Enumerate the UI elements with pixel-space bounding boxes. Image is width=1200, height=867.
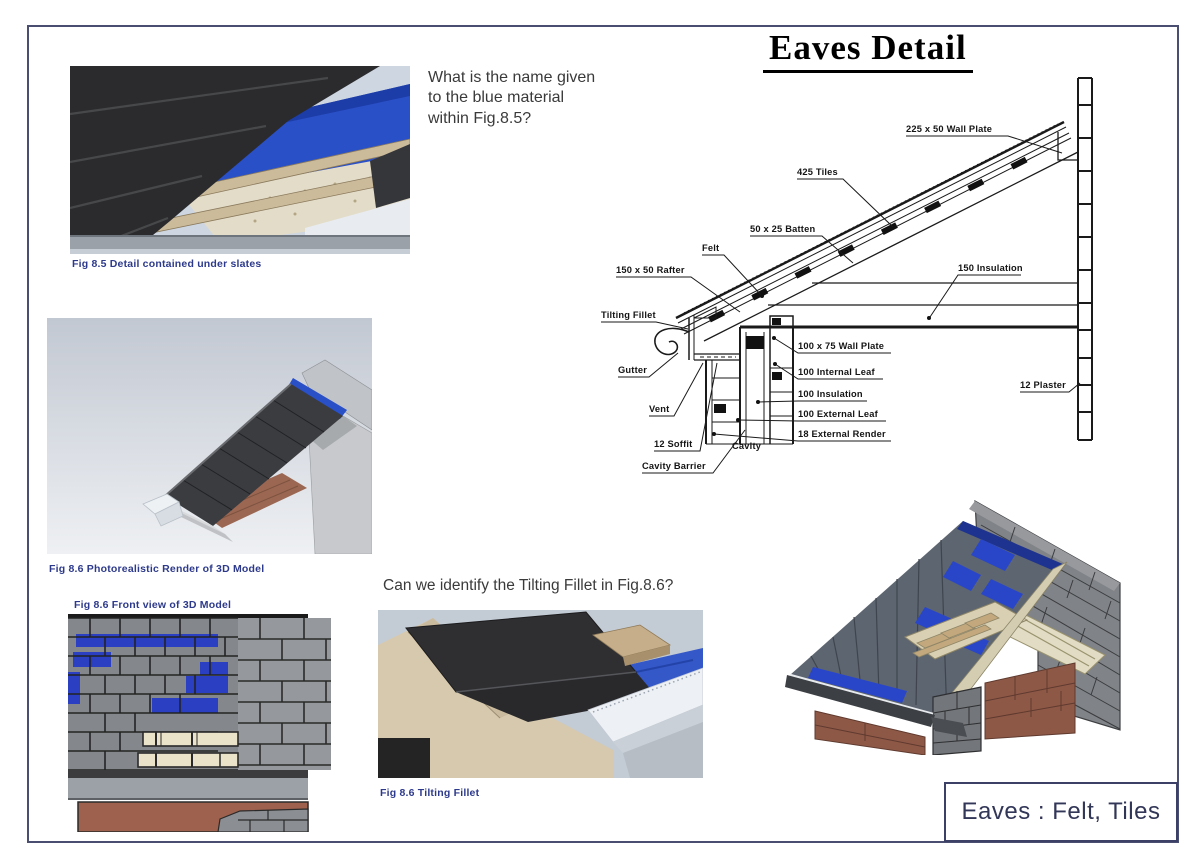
eaves-gutter-soffit [654, 306, 740, 361]
label-batten-50x25: 50 x 25 Batten [750, 224, 815, 234]
leader-dots [712, 294, 931, 436]
fig85-render-graphic [70, 66, 410, 254]
eaves-detail-drawing: 225 x 50 Wall Plate 425 Tiles 50 x 25 Ba… [580, 70, 1190, 480]
label-felt: Felt [702, 243, 719, 253]
label-internal-leaf-100: 100 Internal Leaf [798, 367, 875, 377]
diagram-labels: 225 x 50 Wall Plate 425 Tiles 50 x 25 Ba… [601, 124, 1066, 471]
label-insulation-100: 100 Insulation [798, 389, 863, 399]
label-rafter-150x50: 150 x 50 Rafter [616, 265, 685, 275]
label-tiles-425: 425 Tiles [797, 167, 838, 177]
fig86-render-caption: Fig 8.6 Photorealistic Render of 3D Mode… [49, 563, 265, 575]
label-vent: Vent [649, 404, 669, 414]
label-wall-plate-225: 225 x 50 Wall Plate [906, 124, 992, 134]
leader-lines [601, 135, 1081, 474]
fig86-front-graphic [68, 614, 331, 832]
label-gutter: Gutter [618, 365, 647, 375]
fig86-fillet-image [378, 610, 703, 778]
fig85-image [70, 66, 410, 254]
ceiling-insulation-lines [740, 282, 1078, 329]
footer-title-box: Eaves : Felt, Tiles [944, 782, 1178, 842]
eaves-3d-image [785, 487, 1180, 755]
fig86-front-image [68, 614, 331, 832]
label-external-render-18: 18 External Render [798, 429, 886, 439]
question-blue-material: What is the name given to the blue mater… [428, 69, 596, 127]
fig86-front-caption: Fig 8.6 Front view of 3D Model [74, 599, 232, 611]
fig86-render-graphic [47, 318, 372, 554]
eaves-3d-graphic [785, 499, 1121, 755]
fig86-fillet-graphic [378, 610, 703, 778]
fig85-caption: Fig 8.5 Detail contained under slates [72, 258, 262, 270]
label-insulation-150: 150 Insulation [958, 263, 1023, 273]
brick-wall-section [1077, 77, 1093, 441]
label-soffit-12: 12 Soffit [654, 439, 692, 449]
fig86-render-image [47, 318, 372, 554]
fig86-fillet-caption: Fig 8.6 Tilting Fillet [380, 787, 480, 799]
roof-slope-lines [675, 120, 1079, 342]
question-tilting-fillet: Can we identify the Tilting Fillet in Fi… [383, 577, 674, 594]
footer-title: Eaves : Felt, Tiles [961, 798, 1161, 825]
label-wall-plate-100x75: 100 x 75 Wall Plate [798, 341, 884, 351]
eaves-detail-drawing-svg: 225 x 50 Wall Plate 425 Tiles 50 x 25 Ba… [601, 77, 1093, 474]
label-cavity: Cavity [732, 441, 762, 451]
label-cavity-barrier: Cavity Barrier [642, 461, 706, 471]
label-tilting-fillet: Tilting Fillet [601, 310, 656, 320]
label-plaster-12: 12 Plaster [1020, 380, 1066, 390]
label-external-leaf-100: 100 External Leaf [798, 409, 879, 419]
page-title: Eaves Detail [763, 28, 973, 73]
wall-section-fills [714, 318, 782, 413]
batten-section-blocks [708, 156, 1028, 323]
